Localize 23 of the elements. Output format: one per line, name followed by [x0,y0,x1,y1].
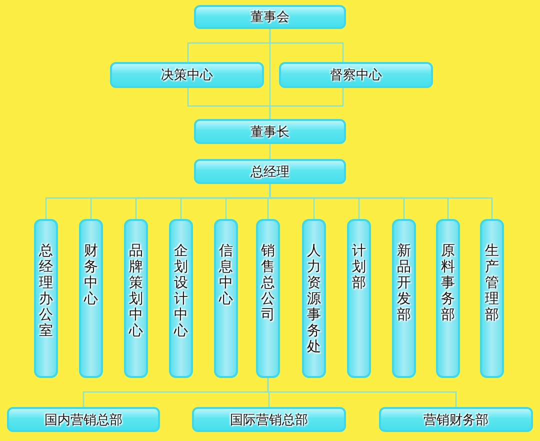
connector-line [269,144,271,159]
org-box: 营销财务部 [379,407,533,432]
department-bar: 计划部 [347,219,371,378]
org-box: 决策中心 [110,62,264,88]
org-box: 督察中心 [279,62,433,88]
org-box: 国际营销总部 [192,407,346,432]
org-box: 总经理 [194,159,346,184]
department-bar: 财务中心 [79,219,103,378]
connector-line [267,378,457,407]
department-bar: 原料事务部 [436,219,460,378]
connector-line [269,184,493,219]
org-box: 国内营销总部 [7,407,160,432]
department-bar: 品牌策划中心 [124,219,148,378]
department-bar: 企划设计中心 [169,219,193,378]
connector-line [269,88,344,119]
department-bar: 销售总公司 [256,219,280,378]
org-box: 董事长 [194,119,346,144]
department-bar: 信息中心 [214,219,238,378]
department-bar: 总经理办公室 [34,219,58,378]
department-bar: 生产管理部 [480,219,504,378]
org-box: 董事会 [194,5,346,29]
department-bar: 人力资源事务处 [302,219,326,378]
department-bar: 新品开发部 [392,219,416,378]
